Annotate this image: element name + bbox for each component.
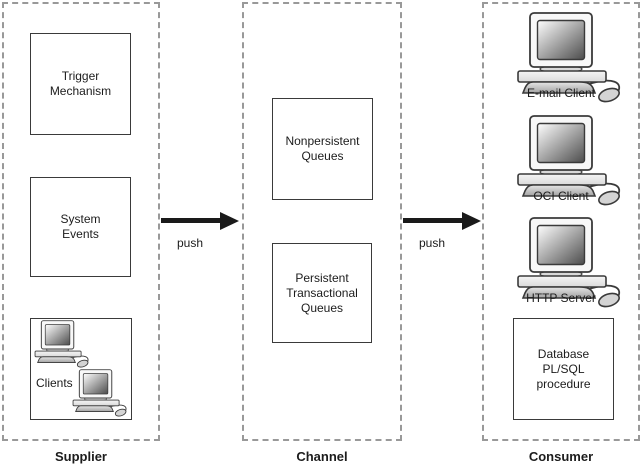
- consumer-title: Consumer: [528, 449, 594, 464]
- arrow-shaft: [403, 218, 463, 223]
- arrow-head: [220, 212, 239, 230]
- supplier-group-frame: [2, 2, 160, 441]
- consumer-group-frame: [482, 2, 640, 441]
- system-events-label: System Events: [60, 212, 101, 241]
- channel-group-frame: [242, 2, 402, 441]
- arrow-shaft: [161, 218, 221, 223]
- persistent-queues-box: Persistent Transactional Queues: [272, 243, 372, 343]
- arrow-head: [462, 212, 481, 230]
- clients-box: Clients: [30, 318, 132, 420]
- push-label-right: push: [418, 236, 446, 250]
- system-events-box: System Events: [30, 177, 131, 277]
- nonpersistent-queues-label: Nonpersistent Queues: [285, 134, 360, 163]
- client-computer-icon: [34, 320, 90, 368]
- oci-client-unit: OCI Client: [516, 115, 623, 219]
- push-label-left: push: [176, 236, 204, 250]
- supplier-title: Supplier: [54, 449, 107, 464]
- http-server-unit: HTTP Server: [516, 217, 623, 321]
- clients-label: Clients: [36, 376, 73, 390]
- nonpersistent-queues-box: Nonpersistent Queues: [272, 98, 373, 200]
- channel-title: Channel: [296, 449, 348, 464]
- http-server-label: HTTP Server: [526, 291, 596, 305]
- email-client-unit: E-mail Client: [516, 12, 623, 116]
- trigger-mechanism-box: Trigger Mechanism: [30, 33, 131, 135]
- oci-client-label: OCI Client: [533, 189, 589, 203]
- trigger-mechanism-label: Trigger Mechanism: [49, 69, 112, 98]
- persistent-queues-label: Persistent Transactional Queues: [286, 270, 358, 315]
- database-plsql-label: Database PL/SQL procedure: [536, 346, 591, 391]
- client-computer-icon: [72, 369, 128, 417]
- database-plsql-box: Database PL/SQL procedure: [513, 318, 614, 420]
- email-client-label: E-mail Client: [526, 86, 595, 100]
